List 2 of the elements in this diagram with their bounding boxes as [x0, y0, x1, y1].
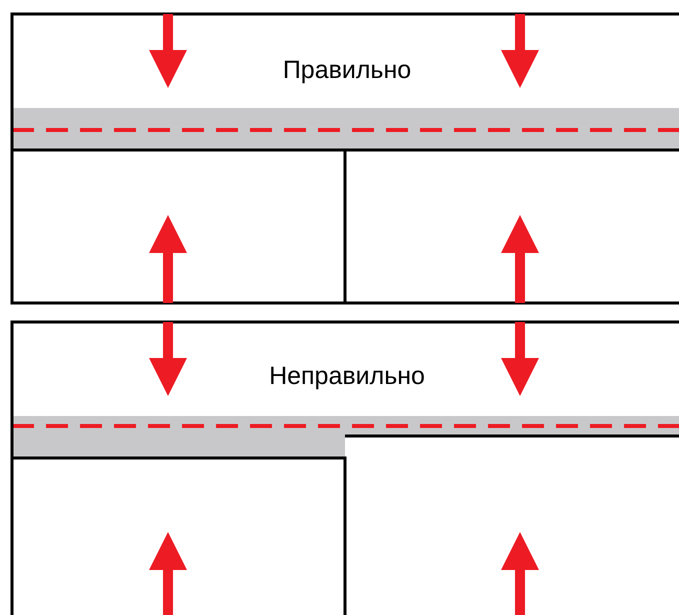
panel-caption: Правильно	[282, 56, 412, 85]
panel-caption: Неправильно	[269, 362, 425, 391]
